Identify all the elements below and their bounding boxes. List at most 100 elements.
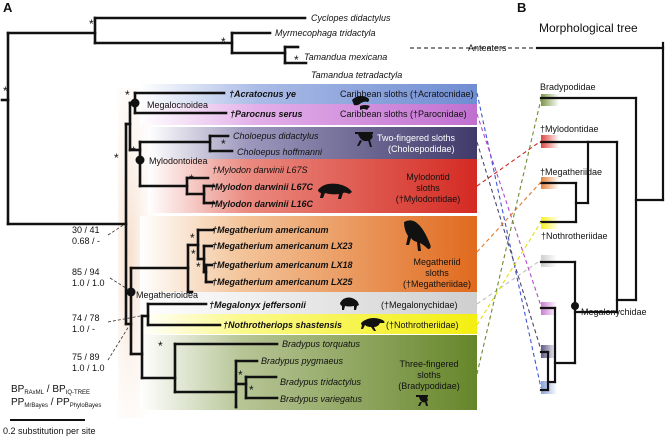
support-legend: BPRAxML / BPIQ-TREE PPMrBayes / PPPhyloB… [3, 384, 101, 436]
taxon-mylodon-l16c: †Mylodon darwinii L16C [210, 199, 314, 209]
taxon-choloepus-hoffmanni: Choloepus hoffmanni [237, 147, 323, 157]
group-megatheriid-sloths: sloths [425, 268, 449, 278]
clade-labels: Megalocnoidea Mylodontoidea Megatherioid… [136, 100, 208, 300]
taxon-bradypus-pygmaeus: Bradypus pygmaeus [261, 356, 344, 366]
group-caribbean-parocnidae: Caribbean sloths (†Parocnidae) [340, 109, 467, 119]
legend-bp: BP [11, 384, 25, 395]
band-megalonychidae [140, 292, 477, 314]
band-parocnidae [140, 104, 477, 125]
morphological-tree [535, 41, 665, 392]
legend-slash: / [44, 384, 52, 395]
star: * [294, 53, 299, 67]
taxon-mylodon-l67c: †Mylodon darwinii L67C [210, 182, 314, 192]
morph-mylodontidae: †Mylodontidae [540, 124, 599, 134]
nothrotheriops-silhouette-icon [361, 318, 385, 331]
star: * [238, 368, 243, 382]
support-values: 30 / 41 0.68 / - 85 / 94 1.0 / 1.0 74 / … [72, 223, 141, 373]
support-s3b: 1.0 / - [72, 324, 95, 334]
support-s4a: 75 / 89 [72, 352, 100, 362]
star: * [221, 35, 226, 49]
panel-a-label: A [3, 0, 13, 15]
star: * [3, 84, 8, 98]
taxon-megatherium-lx23: †Megatherium americanum LX23 [212, 241, 353, 251]
star: * [125, 88, 130, 102]
sloth-silhouette-two-fingered-icon [355, 132, 373, 147]
support-s3a: 74 / 78 [72, 313, 100, 323]
group-megalonychidae: (†Megalonychidae) [381, 300, 458, 310]
legend-phylobayes: PhyloBayes [70, 403, 102, 409]
group-labels: Caribbean sloths (†Acratocnidae) Caribbe… [340, 89, 474, 391]
taxon-bradypus-tridactylus: Bradypus tridactylus [280, 377, 362, 387]
panel-b-label: B [517, 0, 526, 15]
support-s4b: 1.0 / 1.0 [72, 363, 105, 373]
morph-tree-title: Morphological tree [539, 21, 638, 35]
star: * [131, 144, 136, 158]
star: * [191, 247, 196, 261]
node-megalonychidae [571, 302, 579, 310]
morph-bradypodidae: Bradypodidae [540, 82, 596, 92]
star: * [190, 231, 195, 245]
taxon-bradypus-variegatus: Bradypus variegatus [280, 394, 363, 404]
legend-pp: PP [11, 397, 25, 408]
legend-bp-2: BP [52, 384, 66, 395]
group-nothrotheriidae: (†Nothrotheriidae) [386, 320, 459, 330]
band-acratocnidae [140, 84, 477, 104]
star: * [221, 137, 226, 151]
star: * [114, 151, 119, 165]
taxon-megatherium-lx18: †Megatherium americanum LX18 [212, 260, 353, 270]
taxon-parocnus: †Parocnus serus [230, 109, 303, 119]
clade-mylodontoidea: Mylodontoidea [149, 156, 208, 166]
taxon-choloepus-didactylus: Choloepus didactylus [233, 131, 319, 141]
support-s1a: 30 / 41 [72, 225, 100, 235]
legend-pp-2: PP [56, 397, 70, 408]
svg-text:PPMrBayes / PPPhyloBayes: PPMrBayes / PPPhyloBayes [11, 397, 101, 409]
taxon-cyclopes: Cyclopes didactylus [311, 13, 391, 23]
group-mylodontidae: (†Mylodontidae) [396, 194, 461, 204]
band-nothrotheriidae [140, 314, 477, 334]
group-two-fingered: Two-fingered sloths [377, 133, 456, 143]
megalonyx-silhouette-icon [340, 297, 359, 310]
sloth-silhouette-caribbean-icon [352, 96, 370, 110]
mylodon-silhouette-icon [318, 183, 352, 199]
morph-tip-swatches [541, 94, 559, 394]
star: * [189, 172, 194, 186]
legend-iqtree: IQ-TREE [66, 390, 90, 396]
support-s2b: 1.0 / 1.0 [72, 278, 105, 288]
node-megalocnoidea [130, 98, 140, 108]
megatherium-silhouette-icon [404, 220, 431, 251]
star: * [89, 17, 94, 31]
taxon-megatherium: †Megatherium americanum [212, 225, 329, 235]
support-s1b: 0.68 / - [72, 236, 100, 246]
taxon-nothrotheriops: †Nothrotheriops shastensis [223, 320, 342, 330]
morph-megatheriidae: †Megatheriidae [540, 167, 602, 177]
group-megatheriidae: (†Megatheriidae) [403, 279, 471, 289]
taxon-labels: Cyclopes didactylus Myrmecophaga tridact… [209, 13, 402, 404]
support-s2a: 85 / 94 [72, 267, 100, 277]
group-mylodontid-sloths: sloths [416, 183, 440, 193]
legend-raxml: RAxML [24, 390, 44, 396]
tanglegram-links [410, 47, 542, 389]
node-mylodontoidea [135, 155, 145, 165]
taxon-mylodon-l67s: †Mylodon darwinii L67S [212, 165, 308, 175]
taxon-bradypus-torquatus: Bradypus torquatus [282, 339, 361, 349]
group-choloepodidae: (Choloepodidae) [388, 144, 455, 154]
molecular-tree [0, 16, 308, 409]
clade-megalocnoidea: Megalocnoidea [147, 100, 208, 110]
clade-megatherioidea: Megatherioidea [136, 290, 198, 300]
scale-bar-label: 0.2 substitution per site [3, 426, 96, 436]
group-bradypodidae: (Bradypodidae) [398, 381, 460, 391]
taxon-myrmecophaga: Myrmecophaga tridactyla [275, 28, 376, 38]
morph-megalonychidae: Megalonychidae [581, 307, 647, 317]
group-three-fingered-sloths: sloths [417, 370, 441, 380]
group-mylodontid: Mylodontid [406, 172, 450, 182]
morph-nothrotheriidae: †Nothrotheriidae [541, 231, 608, 241]
taxon-acratocnus: †Acratocnus ye [229, 89, 296, 99]
support-stars: * * * * * * * * * * * * * * * [3, 17, 299, 397]
group-megatheriid: Megatheriid [413, 257, 460, 267]
silhouettes [318, 96, 431, 406]
star: * [249, 383, 254, 397]
legend-mrbayes: MrBayes [24, 403, 48, 409]
group-caribbean-acratocnidae: Caribbean sloths (†Acratocnidae) [340, 89, 474, 99]
group-three-fingered: Three-fingered [399, 359, 458, 369]
